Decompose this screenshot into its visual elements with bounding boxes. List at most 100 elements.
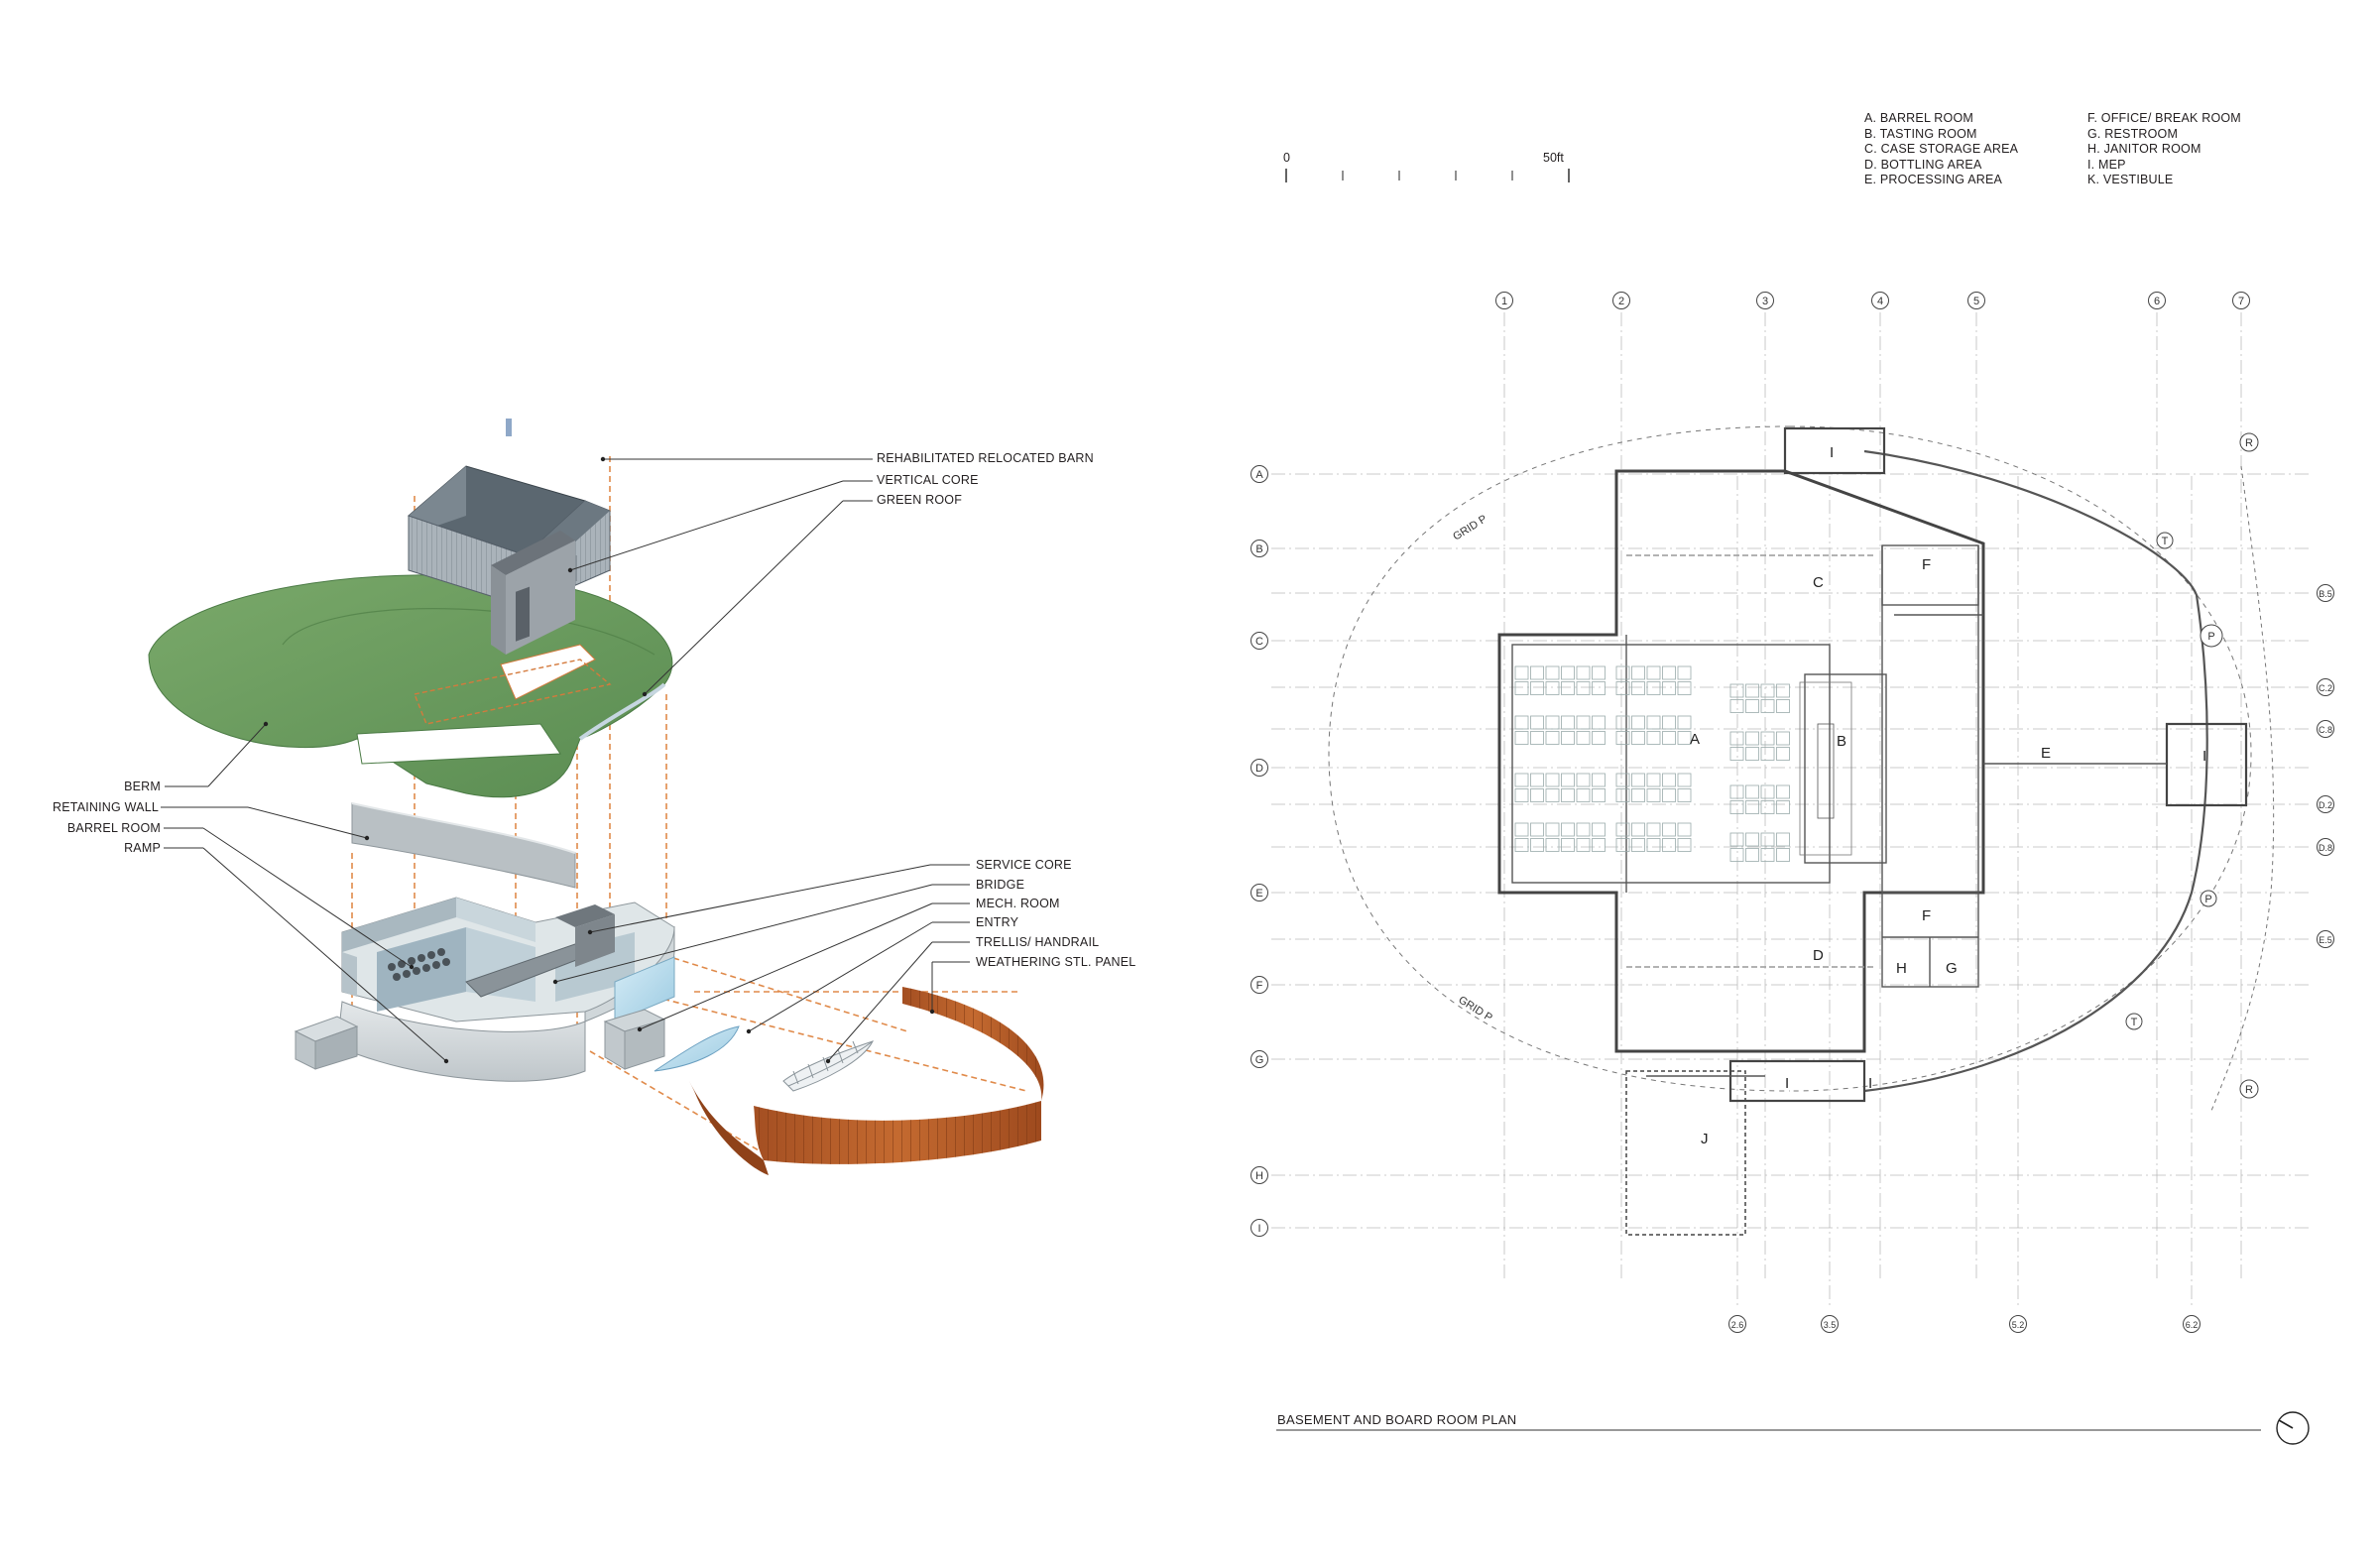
curve-mark-p-2: P bbox=[2200, 624, 2223, 648]
column-bubble-6-2: 6.2 bbox=[2183, 1315, 2201, 1333]
callout-mech-room: MECH. ROOM bbox=[976, 897, 1060, 910]
room-i-top: I bbox=[1830, 444, 1834, 461]
legend-item: C. CASE STORAGE AREA bbox=[1864, 142, 2019, 156]
row-bubble-C-2: C.2 bbox=[2317, 678, 2334, 696]
row-bubble-C-8: C.8 bbox=[2317, 720, 2334, 738]
row-bubble-B-5: B.5 bbox=[2317, 584, 2334, 602]
legend-item: I. MEP bbox=[2087, 157, 2126, 172]
curve-mark-r-0: R bbox=[2239, 432, 2259, 452]
svg-text:I: I bbox=[1257, 1223, 1260, 1235]
base-building bbox=[294, 897, 675, 1082]
callout-green-roof: GREEN ROOF bbox=[877, 493, 963, 507]
column-bubble-7: 7 bbox=[2232, 292, 2250, 309]
legend-item: K. VESTIBULE bbox=[2087, 173, 2174, 186]
room-i-bottom-2: I bbox=[1868, 1075, 1872, 1092]
room-i-right: I bbox=[2202, 748, 2206, 765]
interior-walls bbox=[1511, 544, 2167, 1077]
grid-p-label-lower: GRID P bbox=[1456, 994, 1494, 1023]
callout-entry: ENTRY bbox=[976, 915, 1019, 929]
column-bubble-3: 3 bbox=[1756, 292, 1774, 309]
callout-vertical-core: VERTICAL CORE bbox=[877, 473, 979, 487]
svg-text:C: C bbox=[1255, 636, 1263, 648]
svg-text:B.5: B.5 bbox=[2319, 589, 2332, 599]
callout-weathering-steel: WEATHERING STL. PANEL bbox=[976, 955, 1136, 969]
column-bubble-1: 1 bbox=[1495, 292, 1513, 309]
callout-berm: BERM bbox=[124, 780, 161, 793]
retaining-wall bbox=[351, 802, 576, 889]
svg-text:5.2: 5.2 bbox=[2012, 1320, 2025, 1330]
row-bubble-F: F bbox=[1250, 976, 1268, 994]
svg-text:E: E bbox=[1255, 888, 1262, 900]
grid-bubbles: 1 2 3 4 5 6 7A B C D E F G H I B.5C.2C.8D.2D.8E.5 2.6 3.5… bbox=[1250, 292, 2334, 1333]
row-bubble-C: C bbox=[1250, 632, 1268, 650]
column-bubble-5-2: 5.2 bbox=[2009, 1315, 2027, 1333]
weathering-steel-panel bbox=[689, 987, 1044, 1175]
curve-mark-r-5: R bbox=[2239, 1079, 2259, 1099]
room-h: H bbox=[1896, 960, 1907, 977]
svg-text:D.2: D.2 bbox=[2319, 800, 2332, 810]
legend-column-2: F. OFFICE/ BREAK ROOM G. RESTROOM H. JAN… bbox=[2087, 111, 2241, 188]
scale-end-label: 50ft bbox=[1543, 151, 1564, 165]
curve-mark-p-3: P bbox=[2200, 890, 2217, 907]
row-bubble-D: D bbox=[1250, 759, 1268, 777]
svg-text:T: T bbox=[2131, 1017, 2138, 1028]
svg-text:4: 4 bbox=[1877, 296, 1883, 307]
legend-item: H. JANITOR ROOM bbox=[2087, 142, 2202, 156]
column-bubble-4: 4 bbox=[1871, 292, 1889, 309]
svg-text:R: R bbox=[2245, 1084, 2253, 1096]
site-curves bbox=[1328, 425, 2275, 1112]
svg-text:G: G bbox=[1255, 1054, 1264, 1066]
svg-text:A: A bbox=[1255, 469, 1263, 481]
row-bubble-G: G bbox=[1250, 1050, 1268, 1068]
callout-bridge: BRIDGE bbox=[976, 878, 1025, 892]
legend-item: E. PROCESSING AREA bbox=[1864, 173, 2003, 186]
row-bubble-D-2: D.2 bbox=[2317, 795, 2334, 813]
svg-text:F: F bbox=[1256, 980, 1263, 992]
callout-ramp: RAMP bbox=[124, 841, 161, 855]
column-bubble-2: 2 bbox=[1612, 292, 1630, 309]
room-f-lower: F bbox=[1922, 907, 1931, 924]
svg-text:2: 2 bbox=[1618, 296, 1624, 307]
row-bubble-D-8: D.8 bbox=[2317, 838, 2334, 856]
svg-text:2.6: 2.6 bbox=[1731, 1320, 1744, 1330]
svg-text:7: 7 bbox=[2238, 296, 2244, 307]
scale-start-label: 0 bbox=[1283, 151, 1290, 165]
curve-mark-t-1: T bbox=[2156, 532, 2174, 549]
svg-text:D.8: D.8 bbox=[2319, 843, 2332, 853]
svg-text:T: T bbox=[2162, 536, 2169, 547]
curve-markers: R T P P T R bbox=[2125, 432, 2259, 1099]
room-f-upper: F bbox=[1922, 556, 1931, 573]
room-c: C bbox=[1813, 574, 1824, 591]
building-walls bbox=[1497, 426, 2248, 1236]
leader-lines bbox=[161, 458, 970, 1062]
svg-text:6: 6 bbox=[2154, 296, 2160, 307]
svg-text:H: H bbox=[1255, 1170, 1263, 1182]
callout-retaining-wall: RETAINING WALL bbox=[53, 800, 159, 814]
row-bubble-B: B bbox=[1250, 540, 1268, 557]
column-bubble-6: 6 bbox=[2148, 292, 2166, 309]
room-labels: A B C D E F F G H I I I I J bbox=[1690, 444, 2206, 1147]
svg-text:6.2: 6.2 bbox=[2186, 1320, 2199, 1330]
vertical-core bbox=[491, 531, 575, 655]
room-a: A bbox=[1690, 731, 1700, 748]
column-bubble-3-5: 3.5 bbox=[1821, 1315, 1839, 1333]
svg-text:C.2: C.2 bbox=[2319, 683, 2332, 693]
room-g: G bbox=[1946, 960, 1958, 977]
svg-text:5: 5 bbox=[1973, 296, 1979, 307]
structural-grid bbox=[1271, 312, 2311, 1309]
svg-text:P: P bbox=[2204, 894, 2211, 905]
svg-text:D: D bbox=[1255, 763, 1263, 775]
north-arrow-icon bbox=[2276, 1411, 2310, 1445]
svg-text:E.5: E.5 bbox=[2319, 935, 2332, 945]
svg-text:3: 3 bbox=[1762, 296, 1768, 307]
callout-barrel-room: BARREL ROOM bbox=[66, 821, 161, 835]
plan-title: BASEMENT AND BOARD ROOM PLAN bbox=[1277, 1412, 1517, 1427]
room-d: D bbox=[1813, 947, 1824, 964]
grid-p-label-upper: GRID P bbox=[1451, 513, 1489, 542]
legend-item: B. TASTING ROOM bbox=[1864, 126, 1977, 141]
room-j: J bbox=[1701, 1131, 1709, 1147]
svg-text:P: P bbox=[2207, 631, 2214, 643]
